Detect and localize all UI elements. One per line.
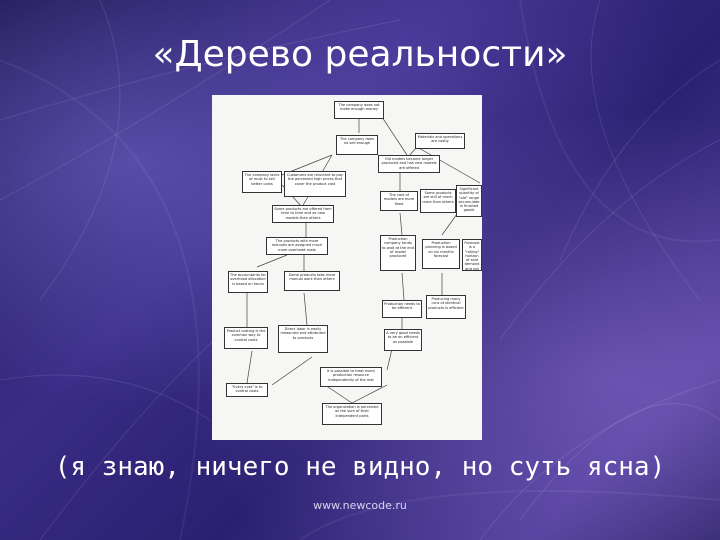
diagram-node: The accountants for overhead allocation … — [228, 271, 268, 293]
slide-title: «Дерево реальности» — [152, 34, 568, 75]
diagram-node: A very good needs to be on efficient as … — [384, 329, 422, 351]
diagram-node: The company does not make enough money — [334, 101, 384, 119]
diagram-node: The cost of models are more fixed — [380, 191, 418, 211]
diagram-node: It is possible to treat every production… — [320, 367, 382, 387]
reality-tree-diagram: The company does not make enough money T… — [212, 95, 482, 440]
diagram-node: Customers are reluctant to pay the perce… — [284, 171, 346, 197]
diagram-node: Forecast is a "rolling" horizon of sold … — [462, 239, 482, 271]
diagram-node: Direct labor is easily measured and attr… — [278, 325, 328, 353]
diagram-node: Materials and operations are costly — [415, 133, 465, 149]
diagram-node: The company does no sell enough — [336, 135, 378, 155]
diagram-node: Production needs to be efficient — [382, 300, 422, 318]
diagram-node: Some products are still of much more tha… — [420, 189, 456, 213]
diagram-node: Old models become longer produced and ha… — [378, 155, 440, 173]
footer-url: www.newcode.ru — [313, 499, 407, 512]
diagram-node: Some products are offered from time to t… — [272, 205, 334, 223]
diagram-node: Significant quantity of "old" range accu… — [456, 185, 482, 217]
diagram-node: The company lacks of must to sell better… — [242, 171, 282, 193]
diagram-node: The organization is perceived as the sum… — [322, 403, 382, 425]
slide-subtitle: (я знаю, ничего не видно, но суть ясна) — [54, 452, 666, 482]
diagram-node: Some products take more manual work than… — [284, 271, 340, 291]
diagram-node: The products with more manuals are assig… — [266, 237, 328, 255]
diagram-node: Production planning is based on six mont… — [422, 239, 460, 269]
diagram-node: Product costing is the common way to con… — [224, 327, 268, 349]
diagram-node: "Every cost" is to control costs — [226, 383, 268, 397]
diagram-node: Production company tends to wait at the … — [380, 235, 416, 271]
diagram-connectors — [246, 116, 481, 404]
diagram-node: Producing many runs of identical product… — [426, 295, 466, 319]
